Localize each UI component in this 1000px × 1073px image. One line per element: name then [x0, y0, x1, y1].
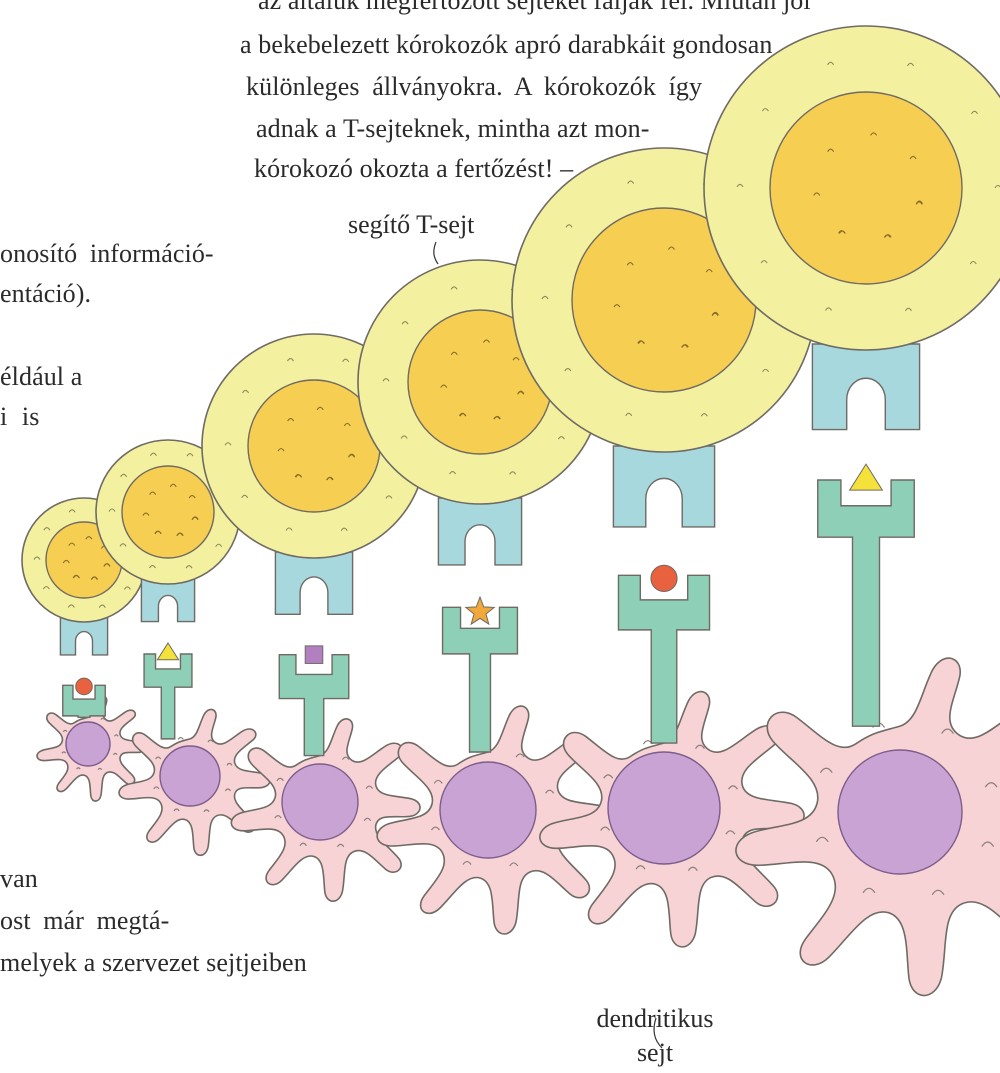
body-text-line-8: éldául a	[0, 360, 82, 394]
body-text-line-11: ost már megtá-	[0, 904, 169, 938]
dendritic-cell-label-line-2: sejt	[560, 1036, 750, 1070]
body-text-line-1: az általuk megfertőzött sejteket falják …	[258, 0, 811, 18]
mhc-molecule	[818, 480, 914, 726]
t-cell-receptor	[613, 446, 714, 527]
t-cell-receptor	[812, 344, 919, 430]
t-cell-receptor	[438, 498, 521, 565]
antigen-fragment	[466, 597, 494, 624]
body-text-line-4: adnak a T-sejteknek, mintha azt mon-	[256, 112, 650, 146]
mhc-molecule	[144, 654, 192, 739]
helper-t-cell-label: segítő T-sejt	[348, 208, 474, 242]
body-text-line-5: kórokozó okozta a fertőzést! –	[254, 152, 573, 186]
dendritic-cell-label-line-1: dendritikus	[560, 1002, 750, 1036]
dendritic-cell-nucleus	[66, 722, 110, 766]
antigen-fragment	[305, 646, 323, 664]
body-text-line-3: különleges állványokra. A kórokozók így	[246, 70, 702, 104]
t-cell-nucleus	[770, 92, 962, 284]
dendritic-cell-nucleus	[440, 762, 536, 858]
dendritic-cell-nucleus	[838, 750, 962, 874]
body-text-line-9: i is	[0, 400, 39, 434]
antigen-fragment	[651, 565, 677, 591]
dendritic-cell	[119, 709, 270, 855]
body-text-line-10: van	[0, 862, 38, 896]
dendritic-cell	[231, 719, 420, 901]
dendritic-cell-nucleus	[608, 752, 720, 864]
antigen-fragment	[850, 464, 883, 490]
antigen-fragment	[76, 678, 93, 695]
dendritic-cell-nucleus	[160, 746, 220, 806]
antigen-fragment	[157, 643, 178, 660]
dendritic-cell-label: dendritikus sejt	[560, 1002, 750, 1070]
body-text-line-6: onosító információ-	[0, 237, 214, 271]
body-text-line-2: a bekebelezett kórokozók apró darabkáit …	[240, 28, 773, 62]
dendritic-cell-nucleus	[282, 764, 358, 840]
body-text-line-7: entáció).	[0, 277, 91, 311]
t-cell-receptor	[275, 552, 352, 614]
t-cell-nucleus	[122, 466, 214, 558]
body-text-line-12: melyek a szervezet sejtjeiben	[0, 946, 307, 980]
